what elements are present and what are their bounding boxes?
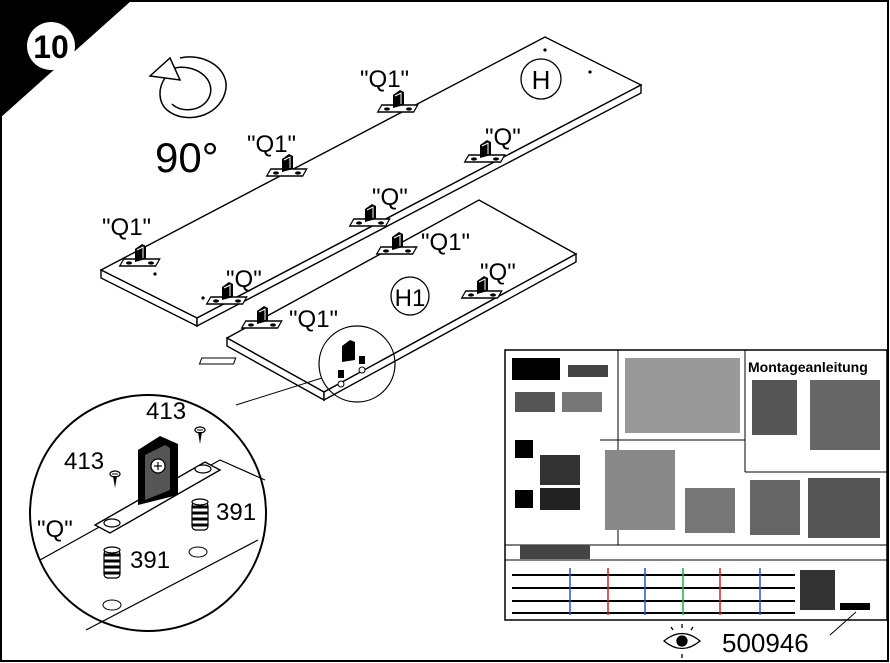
part-number: 500946 bbox=[722, 628, 809, 658]
panel-h-marker bbox=[520, 58, 562, 100]
zoom-source-circle bbox=[318, 325, 396, 403]
dowel-label: 391 bbox=[216, 499, 256, 526]
manual-title: Montageanleitung bbox=[748, 359, 868, 375]
rotation-label: 90° bbox=[155, 134, 219, 181]
panel-h1-marker bbox=[390, 276, 430, 316]
eye-icon bbox=[662, 624, 702, 658]
detail-view bbox=[29, 394, 267, 632]
screw-label: 413 bbox=[64, 448, 104, 475]
screw-label: 413 bbox=[146, 398, 186, 425]
fitting-label: "Q" bbox=[480, 259, 516, 286]
fitting-label: "Q" bbox=[485, 124, 521, 151]
rotate-arrow-icon bbox=[148, 56, 227, 119]
panel-h1-label: H1 bbox=[395, 285, 426, 312]
leader-line bbox=[235, 377, 323, 406]
manual-thumbnail: Montageanleitung bbox=[504, 349, 888, 621]
fitting-label: "Q" bbox=[226, 266, 262, 293]
panel-h-label: H bbox=[532, 65, 551, 95]
detail-fitting bbox=[93, 436, 222, 534]
fitting-label: "Q1" bbox=[247, 131, 296, 158]
step-number: 10 bbox=[33, 29, 69, 65]
dowel-label: 391 bbox=[130, 547, 170, 574]
zoom-source-fitting bbox=[198, 340, 366, 388]
part-number-leader bbox=[829, 611, 857, 636]
dowel-icon bbox=[102, 545, 122, 580]
fitting-label: "Q" bbox=[37, 516, 73, 543]
dowel-icon bbox=[190, 497, 210, 532]
fitting-label: "Q" bbox=[372, 184, 408, 211]
fitting-label: "Q1" bbox=[421, 229, 470, 256]
fitting-label: "Q1" bbox=[289, 306, 338, 333]
panel-h bbox=[99, 36, 643, 328]
fitting-label: "Q1" bbox=[360, 66, 409, 93]
fitting-label: "Q1" bbox=[102, 214, 151, 241]
step-number-disc bbox=[27, 22, 75, 70]
